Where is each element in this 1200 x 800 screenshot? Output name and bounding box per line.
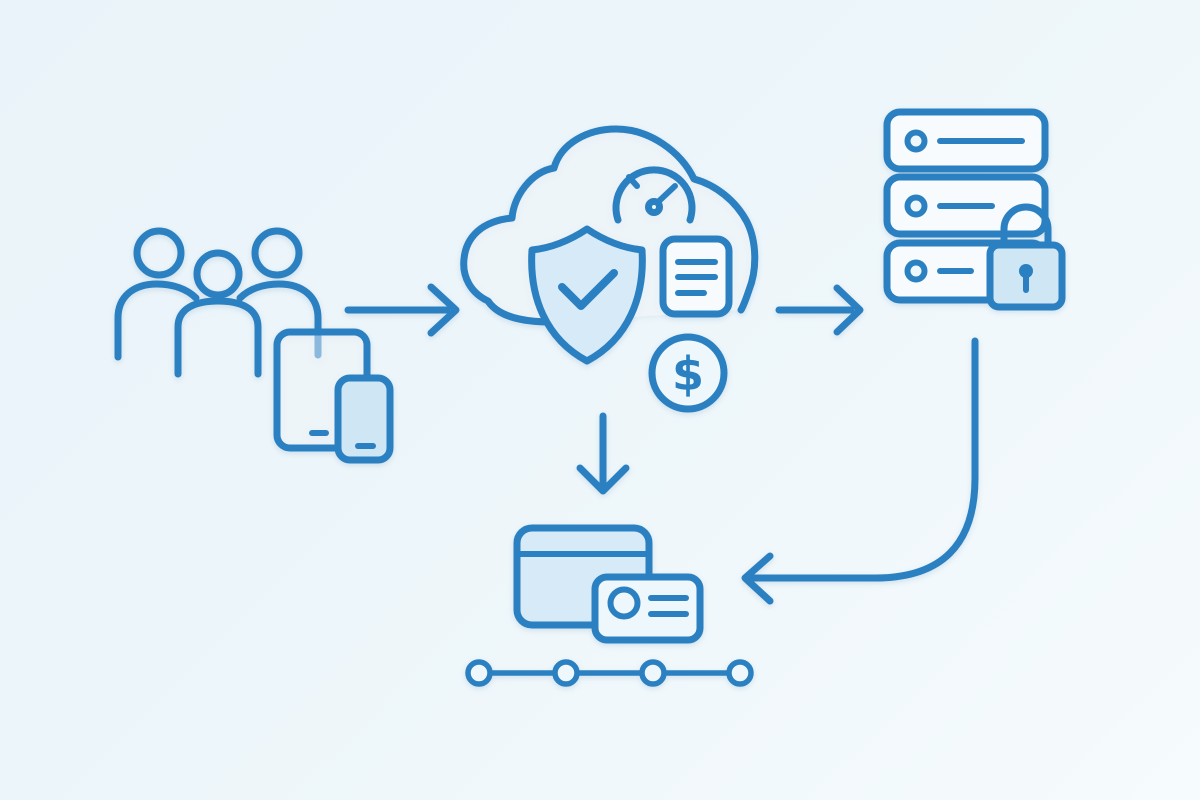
arrow-head-icon (427, 283, 460, 337)
arrow-head-icon (741, 552, 774, 605)
payment-node (513, 524, 704, 644)
user-body-center (174, 297, 262, 378)
server-led-1 (904, 129, 928, 153)
users-group-icon (114, 227, 322, 378)
padlock-shackle (1000, 203, 1052, 254)
dollar-coin-icon: $ (648, 333, 728, 413)
checkmark-icon (558, 269, 618, 310)
coin-circle (648, 333, 728, 413)
progress-timeline (465, 659, 754, 687)
padlock-icon (986, 203, 1066, 311)
server-led-2 (904, 194, 928, 218)
shield-check-icon (528, 225, 646, 365)
id-card-icon (591, 573, 704, 644)
document-icon (659, 235, 733, 318)
gauge-needle (655, 183, 678, 205)
gauge-tick (626, 174, 640, 189)
cloud-node: $ (460, 125, 759, 413)
id-card-photo (607, 586, 641, 620)
user-body-left (114, 280, 200, 361)
gauge-icon (612, 166, 696, 224)
gauge-hub (645, 198, 663, 216)
server-led-3 (904, 259, 928, 283)
arrow-head-icon (576, 464, 630, 495)
arrow-cloud-to-cards (576, 412, 630, 495)
dollar-symbol: $ (672, 347, 704, 401)
user-head-center (193, 249, 243, 299)
arrow-server-to-cards (741, 337, 979, 605)
smartphone-icon (334, 374, 394, 464)
user-body-right (236, 280, 322, 359)
users-node (114, 227, 394, 464)
smartphone-body (334, 374, 394, 464)
timeline-dot-1 (465, 659, 493, 687)
arrow-users-to-cloud (344, 283, 460, 337)
timeline-dot-3 (639, 659, 667, 687)
timeline-dot-2 (552, 659, 580, 687)
server-node (883, 108, 1066, 311)
user-head-left (133, 227, 185, 279)
timeline-dot-4 (726, 659, 754, 687)
gauge-arc (612, 166, 696, 224)
arrow-shaft (747, 337, 979, 582)
arrow-head-icon (833, 284, 864, 336)
user-head-right (251, 227, 303, 279)
padlock-keyhole (1019, 264, 1033, 278)
arrow-cloud-to-server (775, 284, 864, 336)
